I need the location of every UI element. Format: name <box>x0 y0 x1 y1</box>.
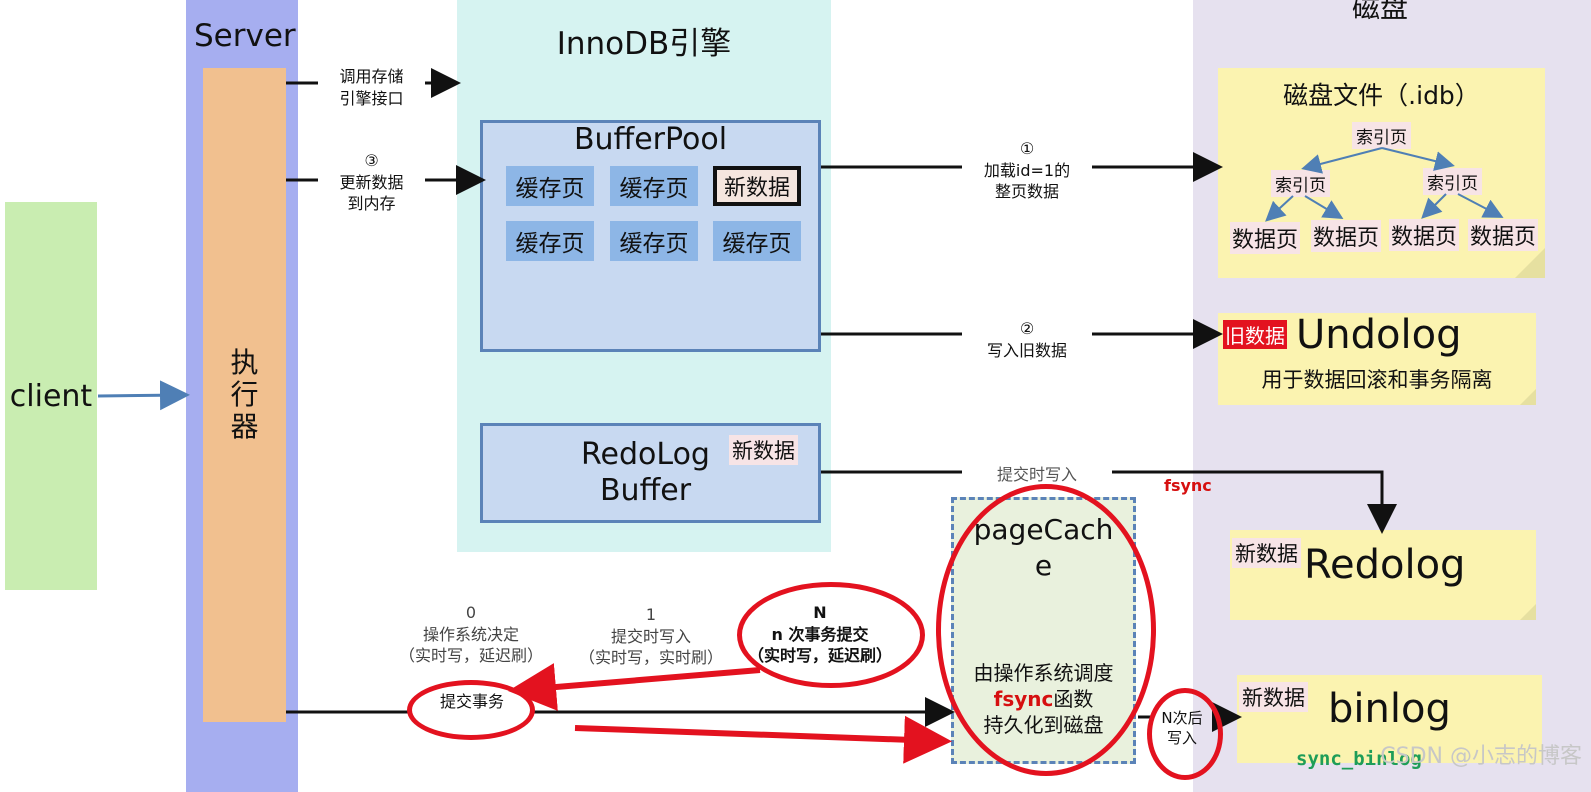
step3-line1: 更新数据 <box>339 172 404 192</box>
mode-0-line1: 操作系统决定 <box>422 624 519 644</box>
step1-num: ① <box>1019 139 1035 158</box>
note-fold <box>1520 389 1536 405</box>
mode-1-label: 1 提交时写入 （实时写，实时刷） <box>576 604 726 669</box>
commit-write-label: 提交时写入 <box>996 465 1077 484</box>
mode-0-num: 0 <box>465 603 477 622</box>
redolog-buffer-line2: Buffer <box>599 473 692 508</box>
call-engine-line1: 调用存储 <box>339 67 404 86</box>
red-arrow-to-commit <box>508 663 761 711</box>
sync-binlog-label: sync_binlog <box>1296 748 1422 770</box>
step1-line1: 加载id=1的 <box>983 160 1071 180</box>
index-page-left: 索引页 <box>1271 170 1330 197</box>
data-page: 数据页 <box>1230 222 1301 254</box>
undolog-old-data-tag: 旧数据 <box>1223 320 1287 349</box>
mode-0-label: 0 操作系统决定 （实时写，延迟刷） <box>396 602 546 667</box>
mode-0-line2: （实时写，延迟刷） <box>398 646 543 666</box>
idb-file-title: 磁盘文件（.idb） <box>1283 81 1480 110</box>
cache-page: 缓存页 <box>713 221 801 261</box>
tree-edge <box>1381 147 1455 171</box>
commit-write-arrow <box>1112 470 1397 534</box>
tree-edge <box>1265 195 1294 222</box>
executor-label: 执 行 器 <box>230 345 259 444</box>
call-engine-label: 调用存储 引擎接口 <box>318 66 425 109</box>
step2-label: ② 写入旧数据 <box>962 318 1092 361</box>
redolog-new-data-tag: 新数据 <box>1232 538 1301 568</box>
disk-title: 磁盘 <box>1351 0 1408 24</box>
redolog-title: Redolog <box>1304 542 1466 588</box>
tree-edge <box>1421 193 1447 219</box>
binlog-title: binlog <box>1328 686 1451 732</box>
mode-1-num: 1 <box>645 605 657 624</box>
executor-box: 执 行 器 <box>203 68 286 722</box>
step3-num: ③ <box>364 151 379 170</box>
cache-page: 缓存页 <box>610 221 698 261</box>
step2-num: ② <box>1019 319 1035 338</box>
step1-line2: 整页数据 <box>994 182 1059 202</box>
index-page-right: 索引页 <box>1423 168 1482 195</box>
client-to-server-arrow <box>97 380 190 411</box>
undolog-title: Undolog <box>1296 312 1462 358</box>
step3-label: ③ 更新数据 到内存 <box>318 150 425 215</box>
binlog-new-data-tag: 新数据 <box>1239 682 1308 712</box>
highlight-ellipse-pagecache <box>936 484 1156 776</box>
bufferpool-title: BufferPool <box>573 122 728 157</box>
note-fold <box>1515 248 1545 278</box>
mode-1-line1: 提交时写入 <box>610 626 691 646</box>
call-engine-line2: 引擎接口 <box>339 88 404 108</box>
cache-page: 缓存页 <box>506 221 594 261</box>
step1-label: ① 加载id=1的 整页数据 <box>962 138 1092 203</box>
innodb-title: InnoDB引擎 <box>556 26 732 62</box>
index-page-root: 索引页 <box>1352 122 1411 149</box>
red-arrow-to-pagecache <box>574 715 952 764</box>
client-box: client <box>5 202 97 590</box>
mode-1-line2: （实时写，实时刷） <box>578 648 723 668</box>
cache-page: 缓存页 <box>506 166 594 206</box>
note-fold <box>1520 604 1536 620</box>
redolog-buffer-new-data-tag: 新数据 <box>729 435 798 465</box>
data-page: 数据页 <box>1389 219 1460 251</box>
cache-page: 缓存页 <box>610 166 698 206</box>
fsync-label: fsync <box>1164 476 1212 495</box>
server-title: Server <box>194 18 296 54</box>
tree-edge <box>1304 195 1344 220</box>
tree-edge <box>1457 193 1504 218</box>
redolog-buffer-line1: RedoLog <box>581 437 710 472</box>
highlight-ellipse-mode-n <box>737 582 925 688</box>
data-page: 数据页 <box>1311 220 1382 252</box>
step2-line1: 写入旧数据 <box>986 340 1067 360</box>
undolog-subtitle: 用于数据回滚和事务隔离 <box>1261 368 1493 392</box>
highlight-ellipse-n-times <box>1147 688 1223 780</box>
highlight-ellipse-commit <box>407 680 535 740</box>
step3-line2: 到内存 <box>347 194 396 214</box>
new-data-page: 新数据 <box>713 166 801 206</box>
client-label: client <box>9 378 93 414</box>
data-page: 数据页 <box>1468 219 1539 251</box>
watermark: CSDN @小志的博客 <box>1380 744 1582 769</box>
tree-edge <box>1301 147 1383 174</box>
